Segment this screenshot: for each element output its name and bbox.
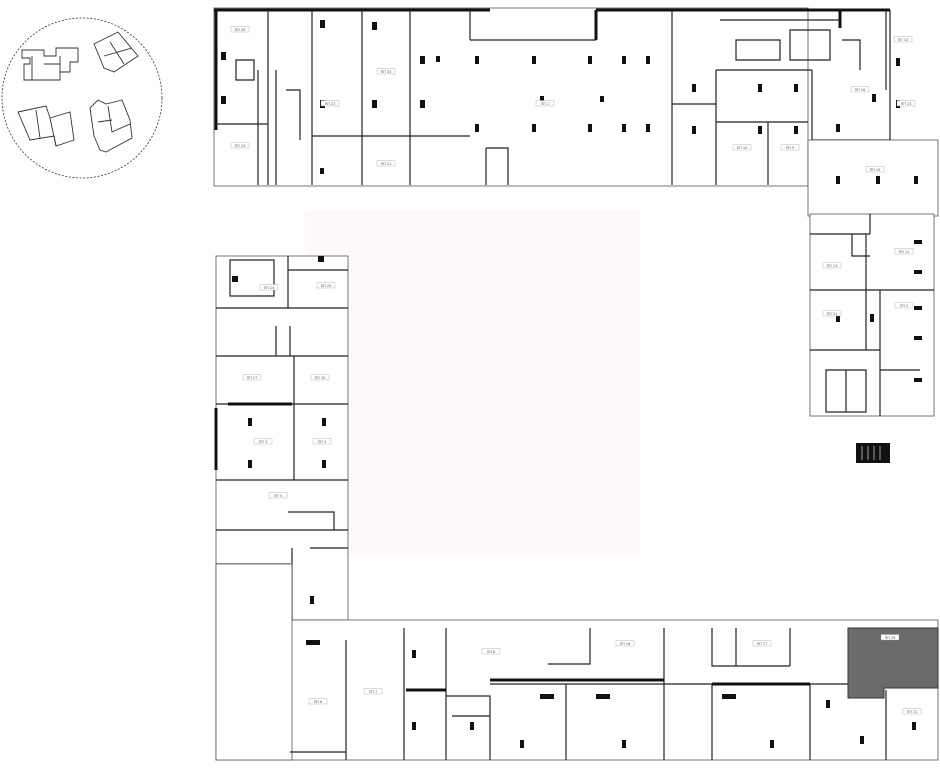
room-label-box <box>268 492 288 499</box>
room-label-box <box>893 36 913 43</box>
right-upper-wing <box>807 10 939 417</box>
room-label[interactable]: ПП 10 <box>737 146 748 150</box>
room-label-box <box>535 100 555 107</box>
room-label[interactable]: ПП 31 <box>907 710 918 714</box>
room-label-box <box>259 284 279 291</box>
courtyard <box>305 210 640 555</box>
room-label-box <box>230 142 250 149</box>
room-label-box <box>320 100 340 107</box>
room-label[interactable]: ПП 30 <box>315 376 326 380</box>
room-label[interactable]: ПП 1 <box>541 102 549 106</box>
room-label-box <box>308 698 328 705</box>
legend-swatch-icon <box>856 443 890 463</box>
room-label[interactable]: ПП 24 <box>264 286 275 290</box>
room-label-box <box>253 438 273 445</box>
room-label-box <box>896 100 916 107</box>
room-label[interactable]: ПП 6 <box>314 700 322 704</box>
top-wing <box>213 7 890 187</box>
room-label-box <box>894 248 914 255</box>
room-label[interactable]: ПП 15 <box>898 38 909 42</box>
room-label-box <box>242 374 262 381</box>
room-label-box <box>752 640 772 647</box>
room-label[interactable]: ПП 14 <box>901 102 912 106</box>
room-label[interactable]: ПП 5 <box>274 494 282 498</box>
room-label-box <box>316 282 336 289</box>
room-label-box <box>880 634 900 641</box>
room-label[interactable]: ПП 21 <box>381 162 392 166</box>
room-label[interactable]: ПП 13 <box>827 264 838 268</box>
room-labels: ПП 26 ПП 23 ПП 34 ПП 22 ПП 21 ПП 1 ПП 10 ПП 9 ПП… <box>230 26 922 715</box>
room-label[interactable]: ПП 34 <box>381 70 392 74</box>
room-label-box <box>732 144 752 151</box>
room-label[interactable]: ПП 19 <box>870 168 881 172</box>
room-label-box <box>363 688 383 695</box>
room-label[interactable]: ПП 17 <box>757 642 768 646</box>
room-label-box <box>310 374 330 381</box>
site-key-plan-icon <box>1 17 163 179</box>
room-label[interactable]: ПП 22 <box>325 102 336 106</box>
room-label[interactable]: ПП 25 <box>321 284 332 288</box>
left-wing <box>214 255 349 752</box>
room-label-box <box>376 160 396 167</box>
room-label[interactable]: ПП 4 <box>318 440 326 444</box>
room-label[interactable]: ПП 16 <box>620 642 631 646</box>
room-label[interactable]: ПП 2 <box>900 304 908 308</box>
room-label-box <box>894 302 914 309</box>
room-label-box <box>312 438 332 445</box>
room-label[interactable]: ПП 3 <box>259 440 267 444</box>
room-label[interactable]: ПП 27 <box>247 376 258 380</box>
room-label[interactable]: ПП 7 <box>369 690 377 694</box>
highlighted-unit[interactable] <box>847 627 939 699</box>
room-label[interactable]: ПП 8 <box>487 650 495 654</box>
bottom-wing <box>215 563 939 761</box>
room-label[interactable]: ПП 28 <box>885 636 896 640</box>
room-label-box <box>865 166 885 173</box>
room-label-box <box>230 26 250 33</box>
room-label[interactable]: ПП 18 <box>855 88 866 92</box>
room-label-box <box>850 86 870 93</box>
room-label-box <box>822 310 842 317</box>
room-label-box <box>780 144 800 151</box>
room-label-box <box>822 262 842 269</box>
room-label[interactable]: ПП 11 <box>827 312 838 316</box>
room-label[interactable]: ПП 23 <box>235 144 246 148</box>
room-label[interactable]: ПП 12 <box>899 250 910 254</box>
room-label-box <box>615 640 635 647</box>
room-label-box <box>902 708 922 715</box>
room-label-box <box>481 648 501 655</box>
room-label[interactable]: ПП 26 <box>235 28 246 32</box>
room-label-box <box>376 68 396 75</box>
room-label[interactable]: ПП 9 <box>786 146 794 150</box>
